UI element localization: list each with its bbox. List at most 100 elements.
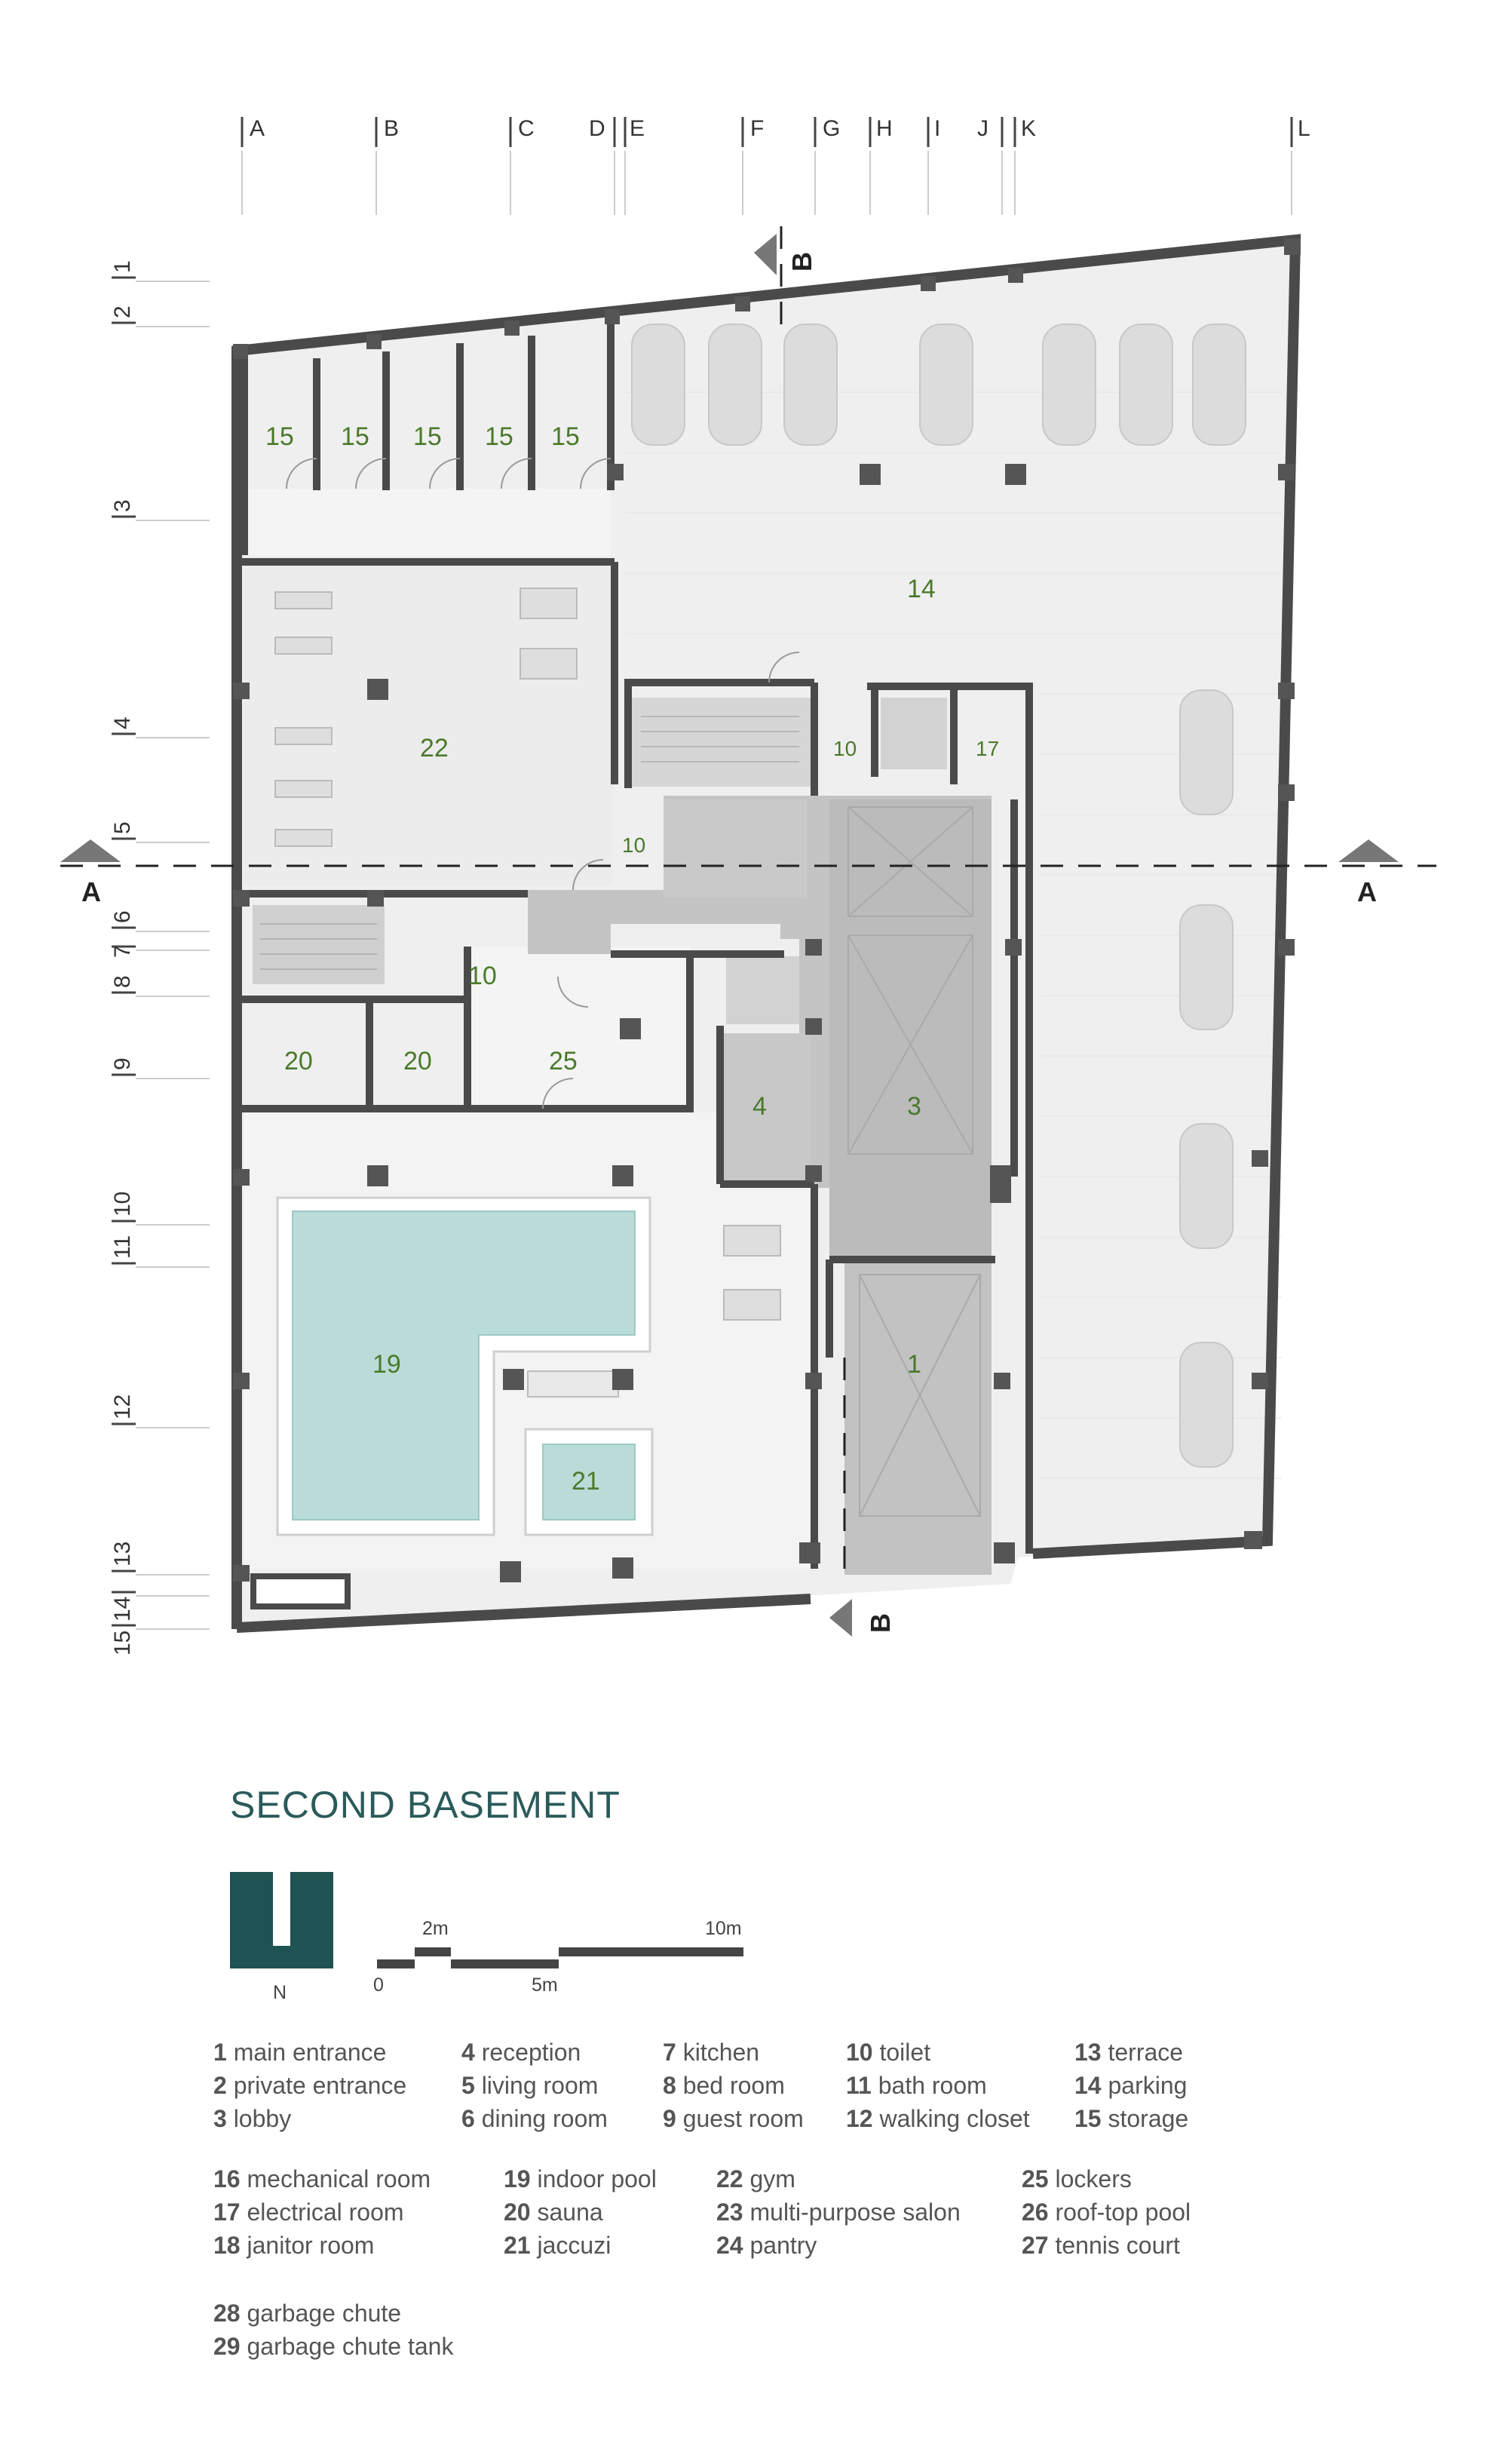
legend-item-number: 3 (213, 2105, 227, 2132)
legend-item-text: walking closet (873, 2105, 1030, 2132)
legend-item: 21 jaccuzi (504, 2232, 611, 2259)
page-title: SECOND BASEMENT (230, 1784, 621, 1826)
scale-label-2m: 2m (422, 1918, 449, 1939)
legend-item: 18 janitor room (213, 2232, 374, 2259)
grid-number-14: 14 (110, 1597, 135, 1622)
legend-item-number: 23 (716, 2199, 743, 2226)
parked-cars-top (631, 324, 1246, 446)
elevator-fill-mid (726, 956, 799, 1024)
legend-item-text: roof-top pool (1049, 2199, 1191, 2226)
legend-item: 2 private entrance (213, 2072, 406, 2099)
legend-item-number: 2 (213, 2072, 227, 2099)
room-label-toilet-a: 10 (833, 737, 857, 760)
grid-number-lines (136, 281, 210, 1630)
legend-item: 6 dining room (461, 2105, 608, 2132)
grid-number-8: 8 (110, 975, 135, 988)
legend-item-number: 20 (504, 2199, 531, 2226)
room-label-parking: 14 (907, 575, 936, 603)
legend-item-number: 27 (1022, 2232, 1049, 2259)
legend-item-text: garbage chute (241, 2300, 402, 2327)
legend-item: 3 lobby (213, 2105, 291, 2132)
legend-item-number: 16 (213, 2165, 241, 2192)
grid-number-3: 3 (110, 499, 135, 512)
legend-item-number: 19 (504, 2165, 531, 2192)
reception-fill (722, 1033, 811, 1184)
lobby-main (829, 799, 992, 1256)
legend-item-text: kitchen (676, 2039, 759, 2066)
north-icon (230, 1872, 333, 1968)
grid-letter-k: K (1021, 116, 1036, 141)
grid-letter-j: J (977, 116, 988, 141)
legend-item-number: 29 (213, 2333, 241, 2360)
grid-letter-g: G (823, 116, 840, 141)
room-label-main-entrance: 1 (907, 1350, 921, 1379)
legend-item-number: 8 (663, 2072, 676, 2099)
legend-item-text: living room (475, 2072, 599, 2099)
gym-equipment (274, 588, 781, 1321)
legend-item-text: dining room (475, 2105, 608, 2132)
room-label-toilet-b: 10 (622, 833, 645, 857)
legend-item: 9 guest room (663, 2105, 804, 2132)
grid-letter-h: H (876, 116, 893, 141)
room-label-electrical: 17 (976, 737, 999, 760)
interior-walls (241, 324, 1033, 1569)
legend-item-text: gym (743, 2165, 795, 2192)
lockers-floor (467, 947, 690, 1109)
legend-item: 26 roof-top pool (1022, 2199, 1191, 2226)
legend-item: 23 multi-purpose salon (716, 2199, 961, 2226)
legend-item-number: 10 (846, 2039, 873, 2066)
legend-item-text: electrical room (241, 2199, 404, 2226)
legend-item-number: 18 (213, 2232, 241, 2259)
legend-item: 1 main entrance (213, 2039, 386, 2066)
room-legend: 1 main entrance 2 private entrance 3 lobby… (213, 2039, 1191, 2360)
room-label-storage-5: 15 (551, 422, 580, 451)
stair-fill-left (253, 905, 385, 984)
legend-item-text: guest room (676, 2105, 804, 2132)
room-label-storage-3: 15 (413, 422, 442, 451)
grid-number-12: 12 (110, 1395, 135, 1419)
grid-number-ticks (112, 276, 136, 1627)
scale-label-0: 0 (373, 1975, 384, 1996)
grid-letter-l: L (1298, 116, 1310, 141)
legend-item-text: storage (1102, 2105, 1189, 2132)
legend-item-number: 9 (663, 2105, 676, 2132)
legend-item-text: lockers (1049, 2165, 1132, 2192)
grid-number-5: 5 (110, 821, 135, 834)
legend-item-number: 12 (846, 2105, 873, 2132)
storage-corridor (245, 489, 611, 555)
legend-item-text: sauna (531, 2199, 603, 2226)
legend-item-number: 28 (213, 2300, 241, 2327)
grid-letter-a: A (250, 116, 265, 141)
room-label-sauna-2: 20 (403, 1047, 432, 1076)
section-line-a (60, 839, 1436, 867)
room-label-lobby: 3 (907, 1092, 921, 1121)
legend-item-text: tennis court (1049, 2232, 1180, 2259)
legend-item-number: 7 (663, 2039, 676, 2066)
room-label-reception: 4 (752, 1092, 767, 1121)
legend-item: 25 lockers (1022, 2165, 1132, 2192)
legend-item-text: bed room (676, 2072, 785, 2099)
legend-item-text: toilet (873, 2039, 931, 2066)
columns (233, 238, 1301, 1582)
legend-item-number: 1 (213, 2039, 227, 2066)
legend-item-number: 13 (1074, 2039, 1102, 2066)
legend-item-number: 6 (461, 2105, 475, 2132)
grid-number-9: 9 (110, 1057, 135, 1070)
room-label-toilet-c: 10 (468, 962, 497, 990)
section-a-left: A (81, 876, 101, 907)
legend-item: 12 walking closet (846, 2105, 1030, 2132)
side-glazing (250, 1573, 351, 1609)
grid-number-7: 7 (110, 945, 135, 958)
grid-number-2: 2 (110, 305, 135, 318)
legend-item-text: mechanical room (241, 2165, 431, 2192)
grid-letter-i: I (934, 116, 940, 141)
lobby-detail-lines (847, 806, 981, 1517)
legend-item-number: 14 (1074, 2072, 1102, 2099)
jacuzzi-water (542, 1444, 636, 1520)
legend-item-number: 26 (1022, 2199, 1049, 2226)
legend-item-number: 15 (1074, 2105, 1102, 2132)
legend-item: 22 gym (716, 2165, 795, 2192)
door-swings (286, 458, 800, 1109)
room-label-pool: 19 (372, 1350, 401, 1379)
pool-water (292, 1211, 636, 1520)
